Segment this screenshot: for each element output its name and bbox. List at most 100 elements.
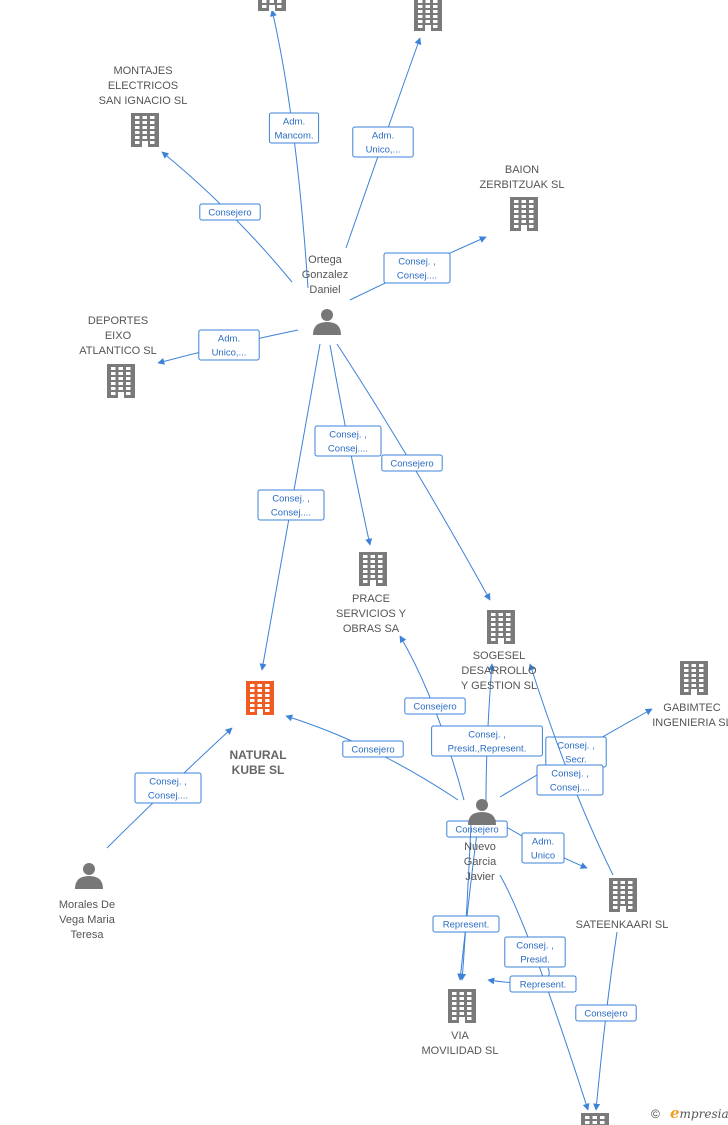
edge-label-box[interactable] [257, 489, 325, 521]
node-label-line: Javier [465, 871, 495, 883]
edge-ortega-prace[interactable]: Consej. ,Consej.... [314, 344, 382, 546]
edge-label-text: Adm. [372, 131, 394, 142]
edge-label-text: Unico,... [366, 145, 401, 156]
building-icon [107, 364, 135, 398]
edge-sateenkaari-bottom[interactable]: Consejero [575, 931, 637, 1111]
edge-label-text: Adm. [283, 117, 305, 128]
node-label-line: DEPORTES [88, 315, 148, 327]
edge-label-box[interactable] [381, 454, 443, 472]
edge-label-box[interactable] [509, 975, 577, 993]
person-icon [313, 309, 341, 335]
edge-label-text: Secr. [565, 755, 587, 766]
node-top_right[interactable] [414, 0, 442, 31]
edge-label-box[interactable] [383, 252, 451, 284]
node-prace[interactable]: PRACE SERVICIOS Y OBRAS SA [336, 552, 407, 635]
edge-nuevo-bottom[interactable]: Consej. ,Presid. [499, 874, 590, 1111]
edge-label-text: Adm. [218, 334, 240, 345]
edge-label-text: Consej.... [550, 783, 590, 794]
edge-nuevo-gabimtec[interactable]: Consej. , Secr. [499, 708, 653, 798]
edge-label-text: Consej. , [557, 741, 595, 752]
node-label-line: EIXO [105, 330, 132, 342]
building-icon [487, 610, 515, 644]
edge-sateenkaari-via[interactable]: Represent. [487, 967, 577, 993]
edge-label-box[interactable] [198, 329, 260, 361]
node-label-line: ELECTRICOS [108, 80, 178, 92]
edge-label-text: Consej. , [149, 777, 187, 788]
footer-brand[interactable]: © empresia [651, 1104, 728, 1122]
node-label-line: KUBE SL [232, 763, 285, 777]
node-bottom[interactable] [581, 1113, 609, 1125]
edge-label-box[interactable] [432, 915, 500, 933]
node-label-line: ATLANTICO SL [79, 345, 156, 357]
edge-morales-natural[interactable]: Consej. , Consej.... [106, 727, 233, 849]
node-label-line: INGENIERIA SL [652, 717, 728, 729]
node-label-line: DESARROLLO [461, 665, 537, 677]
edge-label-text: Adm. [532, 837, 554, 848]
edge-label-text: Consej. , [329, 430, 367, 441]
node-label-line: NATURAL [229, 748, 286, 762]
edge-label-text: Represent. [443, 920, 489, 931]
node-top_left[interactable] [258, 0, 286, 11]
edge-label-text: Consej.... [271, 508, 311, 519]
edge-nuevo-natural[interactable]: Consejero [285, 714, 459, 801]
edge-nuevo-prace[interactable]: Consejero [399, 635, 466, 801]
building-icon [246, 681, 274, 715]
edge-sateenkaari-sogesel[interactable]: Consej. , Consej.... [528, 663, 614, 876]
person-icon [468, 799, 496, 825]
edge-nuevo-sateenkaari[interactable]: Adm.Unico [487, 815, 588, 869]
edge-label-text: Presid.,Represent. [448, 744, 527, 755]
edge-ortega-sogesel[interactable]: Consejero [336, 343, 491, 601]
node-label-line: VIA [451, 1030, 469, 1042]
edge-nuevo-via[interactable]: Represent. [432, 824, 500, 981]
node-label-line: BAION [505, 164, 539, 176]
edge-ortega-deportes[interactable]: Adm. Unico,... [157, 329, 299, 365]
edge-label-box[interactable] [134, 772, 202, 804]
node-label-line: Nuevo [464, 841, 496, 853]
node-sateenkaari[interactable]: SATEENKAARI SL [576, 878, 669, 931]
edge-label-box[interactable] [352, 126, 414, 158]
edge-nuevo-via[interactable]: Consejero [446, 814, 508, 981]
building-icon [258, 0, 286, 11]
building-icon [448, 989, 476, 1023]
edge-ortega-natural[interactable]: Consej. ,Consej.... [257, 343, 325, 671]
edge-label-box[interactable] [199, 203, 261, 221]
edge-label-box[interactable] [431, 725, 543, 757]
edge-label-box[interactable] [342, 740, 404, 758]
node-label-line: Ortega [308, 254, 343, 266]
node-label-line: SOGESEL [473, 650, 526, 662]
node-label-line: SERVICIOS Y [336, 608, 407, 620]
node-label-line: SAN IGNACIO SL [99, 95, 188, 107]
edge-label-text: Mancom. [274, 131, 313, 142]
node-label-line: SATEENKAARI SL [576, 919, 669, 931]
edge-ortega-baion[interactable]: Consej. ,Consej.... [349, 236, 487, 301]
edge-ortega-montajes[interactable]: Consejero [161, 151, 293, 283]
edge-label-box[interactable] [536, 764, 604, 796]
edge-label-text: Consej.... [148, 791, 188, 802]
edge-label-box[interactable] [521, 832, 565, 864]
edge-ortega-top_left[interactable]: Adm. Mancom. [268, 9, 320, 289]
edge-ortega-top_right[interactable]: Adm. Unico,... [345, 37, 422, 249]
edge-label-box[interactable] [268, 112, 320, 144]
node-deportes[interactable]: DEPORTES EIXO ATLANTICO SL [79, 315, 157, 398]
node-label-line: PRACE [352, 593, 390, 605]
edge-label-box[interactable] [575, 1004, 637, 1022]
edge-nuevo-sogesel[interactable]: Consej. ,Presid.,Represent. [431, 663, 543, 806]
edge-label-box[interactable] [404, 697, 466, 715]
edge-label-box[interactable] [504, 936, 566, 968]
edge-label-box[interactable] [314, 425, 382, 457]
copyright-symbol: © [651, 1107, 660, 1121]
edge-label-text: Consejero [208, 208, 251, 219]
node-label-line: OBRAS SA [343, 623, 400, 635]
edge-label-text: Unico,... [212, 348, 247, 359]
building-icon [609, 878, 637, 912]
building-icon [414, 0, 442, 31]
